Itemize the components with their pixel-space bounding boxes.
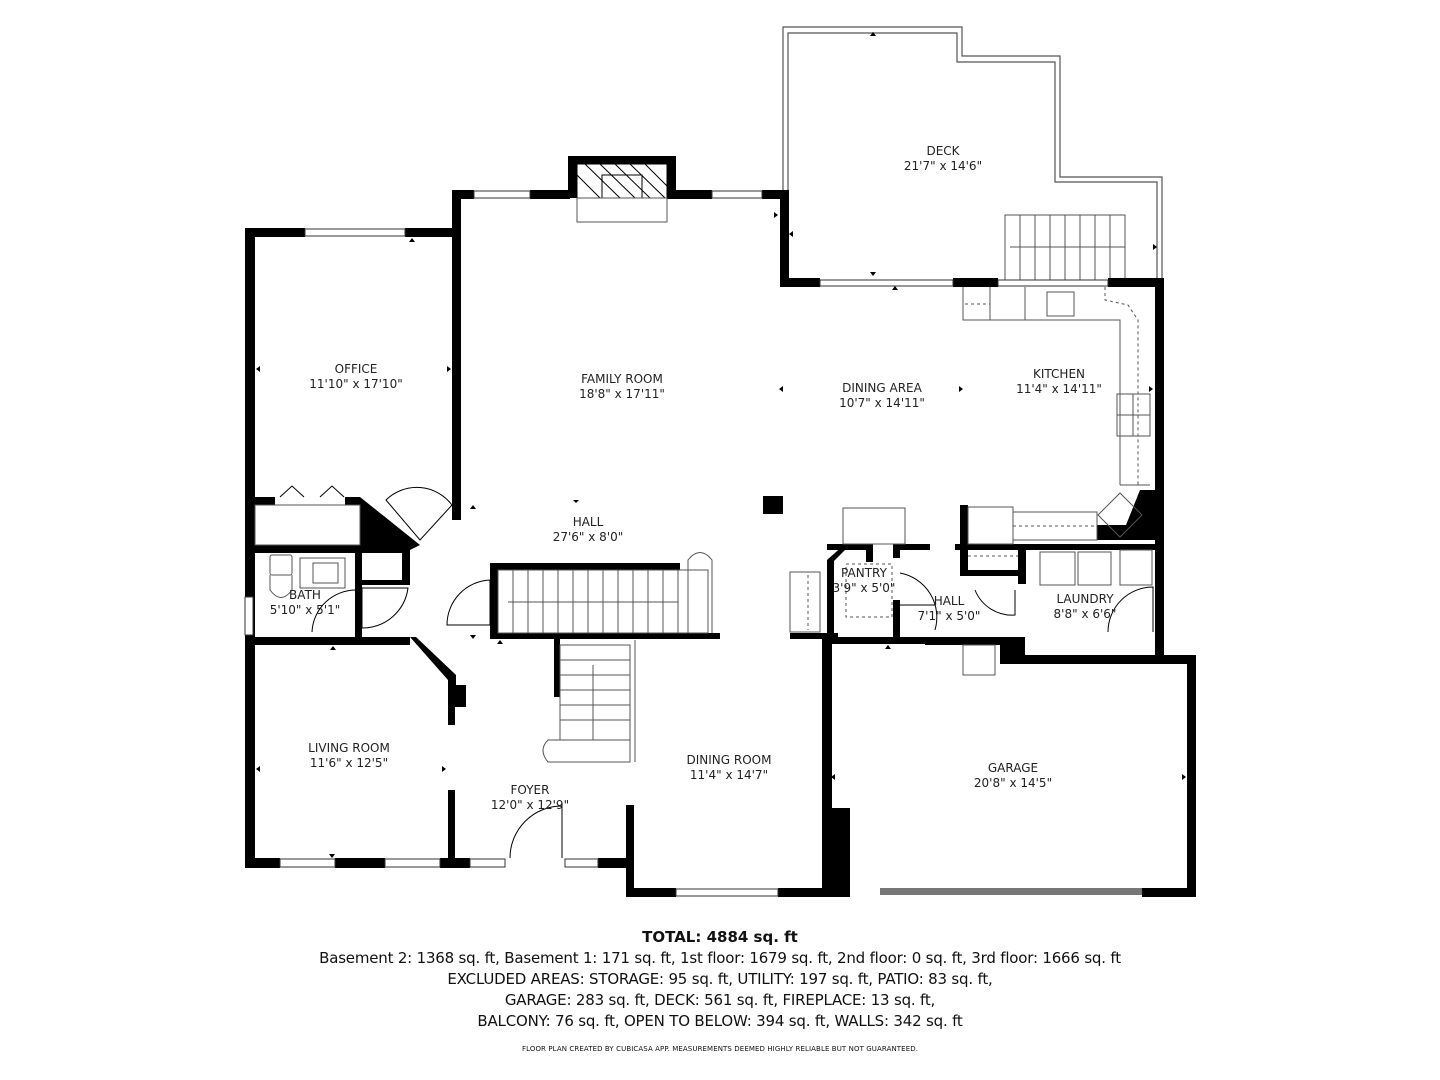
room-label-pantry: PANTRY 3'9" x 5'0" [833,566,896,596]
bath-fixtures [254,504,361,598]
room-name: FAMILY ROOM [581,372,663,386]
floor-areas-line: Basement 2: 1368 sq. ft, Basement 1: 171… [319,949,1121,967]
room-dimensions: 11'6" x 12'5" [309,756,389,770]
room-dimensions: 7'1" x 5'0" [917,609,981,623]
room-label-family-room: FAMILY ROOM 18'8" x 17'11" [579,372,665,402]
excluded-areas-line-3: BALCONY: 76 sq. ft, OPEN TO BELOW: 394 s… [477,1012,963,1030]
fireplace [576,163,668,223]
deck-stairs [1004,214,1126,281]
room-name: LAUNDRY [1056,592,1114,606]
room-dimensions: 3'9" x 5'0" [832,581,896,595]
walls [245,156,1196,897]
room-name: BATH [289,588,321,602]
room-dimensions: 11'10" x 17'10" [309,377,403,391]
disclaimer: FLOOR PLAN CREATED BY CUBICASA APP. MEAS… [521,1045,919,1053]
room-dimensions: 12'0" x 12'9" [490,798,570,812]
room-name: FOYER [510,783,550,797]
total-area: TOTAL: 4884 sq. ft [642,928,798,946]
room-label-office: OFFICE 11'10" x 17'10" [309,362,402,392]
room-dimensions: 5'10" x 5'1" [269,603,341,617]
room-dimensions: 11'4" x 14'7" [689,768,769,782]
dashed-counter-lines [807,287,1139,630]
windows [244,190,1109,897]
room-dimensions: 10'7" x 14'11" [839,396,925,410]
dimension-markers [256,32,1186,858]
room-dimensions: 20'8" x 14'5" [973,776,1053,790]
room-name: LIVING ROOM [308,741,390,755]
deck-outline [782,26,1163,280]
room-label-bath: BATH 5'10" x 5'1" [270,588,341,618]
room-name: OFFICE [334,362,378,376]
area-summary: TOTAL: 4884 sq. ft Basement 2: 1368 sq. … [0,926,1440,1054]
room-name: HALL [572,515,604,529]
room-dimensions: 21'7" x 14'6" [903,159,983,173]
room-label-kitchen: KITCHEN 11'4" x 14'11" [1016,367,1102,397]
column [763,496,783,514]
floor-plan-drawing [244,26,1196,897]
doors [279,485,1154,859]
room-dimensions: 8'8" x 6'6" [1053,607,1117,621]
room-label-laundry: LAUNDRY 8'8" x 6'6" [1054,592,1117,622]
excluded-areas-line-1: EXCLUDED AREAS: STORAGE: 95 sq. ft, UTIL… [447,970,993,988]
main-stairs [497,552,713,763]
room-name: HALL [933,594,965,608]
room-label-living-room: LIVING ROOM 11'6" x 12'5" [308,741,390,771]
room-label-deck: DECK 21'7" x 14'6" [904,144,982,174]
room-name: DECK [926,144,960,158]
room-label-dining-area: DINING AREA 10'7" x 14'11" [839,381,925,411]
room-dimensions: 27'6" x 8'0" [552,530,624,544]
room-name: DINING ROOM [686,753,772,767]
room-name: KITCHEN [1033,367,1085,381]
room-label-garage: GARAGE 20'8" x 14'5" [974,761,1052,791]
room-label-hall-small: HALL 7'1" x 5'0" [918,594,981,624]
excluded-areas-line-2: GARAGE: 283 sq. ft, DECK: 561 sq. ft, FI… [504,991,936,1009]
garage-door [880,888,1142,895]
room-name: GARAGE [987,761,1039,775]
room-name: DINING AREA [842,381,922,395]
room-dimensions: 18'8" x 17'11" [579,387,665,401]
room-label-dining-room: DINING ROOM 11'4" x 14'7" [687,753,772,783]
room-dimensions: 11'4" x 14'11" [1016,382,1102,396]
room-label-hall-main: HALL 27'6" x 8'0" [553,515,624,545]
kitchen-counters [789,287,1153,676]
room-name: PANTRY [841,566,887,580]
room-label-foyer: FOYER 12'0" x 12'9" [491,783,569,813]
